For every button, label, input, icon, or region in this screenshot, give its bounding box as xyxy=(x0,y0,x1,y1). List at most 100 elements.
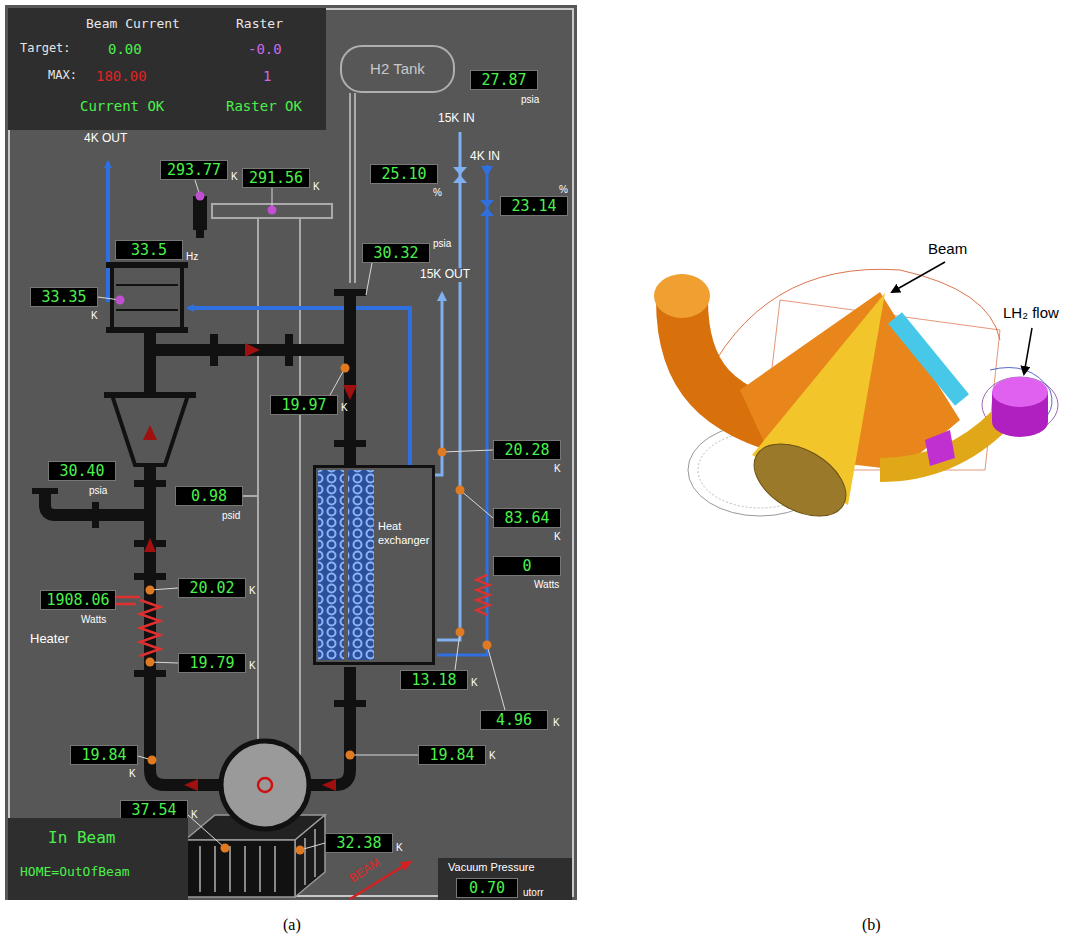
readout-value: 13.18 xyxy=(411,671,456,689)
status-panel: In BeamHOME=OutOfBeam xyxy=(8,818,188,900)
label: 4K IN xyxy=(470,150,500,164)
sensor-dots xyxy=(456,628,465,637)
readout-box: 20.28K xyxy=(493,440,561,460)
readout-value: 0 xyxy=(522,557,531,575)
gas-lines xyxy=(349,93,351,283)
sensor-leaders xyxy=(350,755,418,756)
temperature-dots xyxy=(116,296,125,305)
fill-device xyxy=(196,230,204,238)
screen-panel xyxy=(5,5,577,900)
screen-panel xyxy=(5,5,577,900)
readout-box: 33.5Hz xyxy=(115,240,183,260)
sensor-dots xyxy=(221,844,230,853)
readout-value: 0.70 xyxy=(469,879,505,897)
screen-panel xyxy=(9,9,573,896)
sensor-dots xyxy=(146,364,492,855)
readout-box: 4.96K xyxy=(480,710,548,730)
label: 4K OUT xyxy=(84,132,127,146)
label: 15K OUT xyxy=(418,268,472,282)
main-loop-pipes xyxy=(344,292,356,465)
readout-box: 0.98psid xyxy=(175,486,243,506)
gas-lines xyxy=(354,93,356,283)
flow-arrows xyxy=(143,343,357,791)
sensor-dots xyxy=(456,486,465,495)
flow-arrows xyxy=(143,425,157,440)
sensor-leaders xyxy=(442,450,493,452)
coolant-lines xyxy=(453,167,467,183)
unit-label: K xyxy=(129,768,136,780)
readout-box: 23.14% xyxy=(500,196,568,216)
hx-coils xyxy=(348,470,374,660)
status-text: MAX: xyxy=(48,68,77,82)
unit-label: psia xyxy=(433,238,451,250)
flanges xyxy=(106,262,188,268)
sensor-dots xyxy=(148,756,157,765)
readout-box: 19.97K xyxy=(270,395,338,415)
unit-label: K xyxy=(341,402,348,414)
readout-value: 30.40 xyxy=(59,462,104,480)
circulator xyxy=(112,265,182,330)
readout-value: 33.5 xyxy=(131,241,167,259)
sensor-dots xyxy=(296,846,305,855)
readout-box: 13.18K xyxy=(400,670,468,690)
heater-coil xyxy=(116,597,160,656)
readout-value: 19.84 xyxy=(429,746,474,764)
readout-box: 27.87psia xyxy=(470,70,538,90)
hx-coils xyxy=(318,470,344,660)
unit-label: K xyxy=(191,809,198,821)
readout-box: 83.64K xyxy=(493,508,561,528)
target-render xyxy=(925,430,955,466)
main-loop-pipes xyxy=(150,465,222,785)
unit-label: utorr xyxy=(523,887,544,899)
readout-value: 1908.06 xyxy=(46,591,109,609)
readout-box: 30.40psia xyxy=(48,461,116,481)
heat-exchanger: Heat exchanger xyxy=(313,465,435,665)
flow-arrows xyxy=(322,779,336,791)
flow-arrows xyxy=(245,343,260,357)
sensor-leaders xyxy=(455,632,460,670)
sensor-leaders xyxy=(330,368,345,395)
flanges xyxy=(32,488,58,494)
unit-label: psia xyxy=(521,94,539,106)
target-render xyxy=(654,262,1058,531)
unit-label: K xyxy=(396,842,403,854)
target-render xyxy=(892,262,945,292)
unit-label: Hz xyxy=(186,251,198,263)
readout-box: 20.02K xyxy=(178,578,246,598)
readout-value: 19.84 xyxy=(81,746,126,764)
coolant-lines xyxy=(476,575,490,615)
vacuum-panel: Vacuum Pressure0.70utorr xyxy=(438,858,572,900)
fill-device xyxy=(193,196,207,238)
status-text: HOME=OutOfBeam xyxy=(20,864,130,880)
label: (a) xyxy=(283,916,301,934)
flanges xyxy=(134,480,166,487)
flanges xyxy=(334,289,366,296)
unit-label: K xyxy=(553,717,560,729)
readout-box: 33.35K xyxy=(30,287,98,307)
flanges xyxy=(210,334,218,366)
tank-outline: H2 Tank xyxy=(340,45,455,93)
unit-label: psia xyxy=(89,485,107,497)
unit-label: Watts xyxy=(81,614,106,626)
target-cell xyxy=(200,829,315,892)
target-render xyxy=(1024,328,1032,374)
heater-coil xyxy=(140,600,160,656)
unit-label: % xyxy=(559,184,568,196)
temperature-dots xyxy=(196,192,205,201)
circulator xyxy=(112,265,188,465)
fill-device xyxy=(193,196,207,230)
circulator xyxy=(112,395,188,465)
pump xyxy=(221,741,309,829)
vacuum-label: Vacuum Pressure xyxy=(448,861,535,874)
target-cell xyxy=(295,815,325,897)
status-text: Raster xyxy=(236,16,283,32)
status-text: 0.00 xyxy=(108,41,142,58)
flanges xyxy=(334,700,366,707)
coolant-lines xyxy=(480,200,494,216)
sensor-dots xyxy=(346,751,355,760)
unit-label: Watts xyxy=(534,579,559,591)
readout-box: 0.70utorr xyxy=(456,878,518,898)
readout-value: 20.28 xyxy=(504,441,549,459)
coolant-lines xyxy=(188,308,410,465)
